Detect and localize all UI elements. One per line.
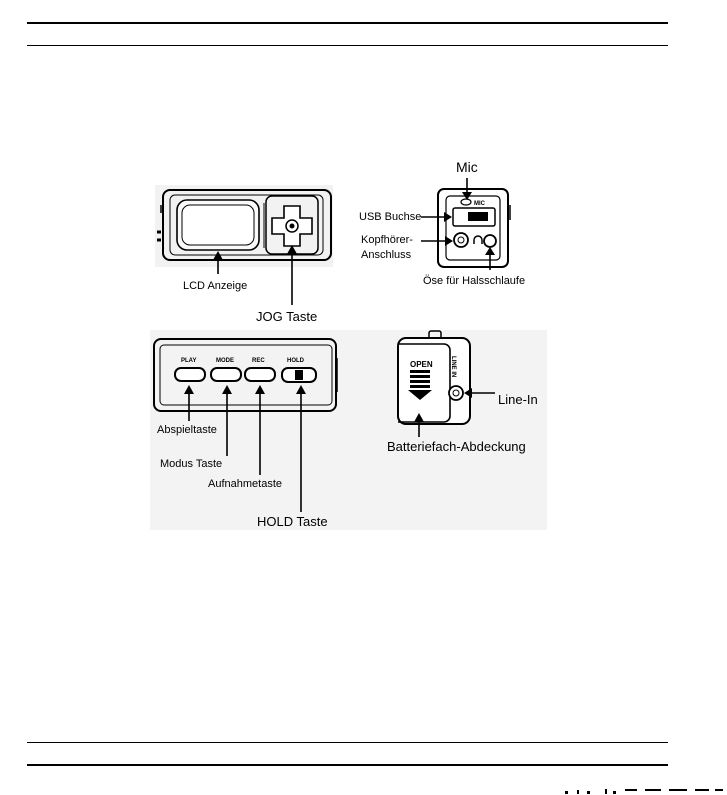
play-button xyxy=(175,368,205,381)
label-lanyard: Öse für Halsschlaufe xyxy=(423,275,525,287)
label-hold-key: HOLD Taste xyxy=(257,514,328,529)
label-usb: USB Buchse xyxy=(359,211,421,223)
rec-print: REC xyxy=(252,358,265,364)
open-print: OPEN xyxy=(410,360,433,369)
mode-print: MODE xyxy=(216,358,234,364)
label-mode-key: Modus Taste xyxy=(160,458,222,470)
line-in-print: LINE IN xyxy=(450,356,456,377)
mic-hole xyxy=(461,199,471,205)
line-in-jack xyxy=(449,386,463,400)
device-battery-cover xyxy=(398,331,470,424)
label-headphone-line2: Anschluss xyxy=(361,249,412,261)
lanyard-eyelet xyxy=(484,235,496,247)
headphone-jack xyxy=(454,233,468,247)
rec-button xyxy=(245,368,275,381)
label-headphone-line1: Kopfhörer- xyxy=(361,234,413,246)
mic-small-print: MIC xyxy=(474,201,486,207)
footer-crop-marks xyxy=(565,787,725,795)
hold-print: HOLD xyxy=(287,358,305,364)
mode-button xyxy=(211,368,241,381)
label-line-in: Line-In xyxy=(498,392,538,407)
label-lcd: LCD Anzeige xyxy=(183,280,247,292)
footer-rule-top xyxy=(27,742,668,743)
label-mic: Mic xyxy=(456,159,478,175)
footer-rule-bottom xyxy=(27,764,668,766)
label-jog: JOG Taste xyxy=(256,309,317,324)
label-battery: Batteriefach-Abdeckung xyxy=(387,439,526,454)
play-print: PLAY xyxy=(181,358,196,364)
label-play-key: Abspieltaste xyxy=(157,424,217,436)
label-rec-key: Aufnahmetaste xyxy=(208,478,282,490)
